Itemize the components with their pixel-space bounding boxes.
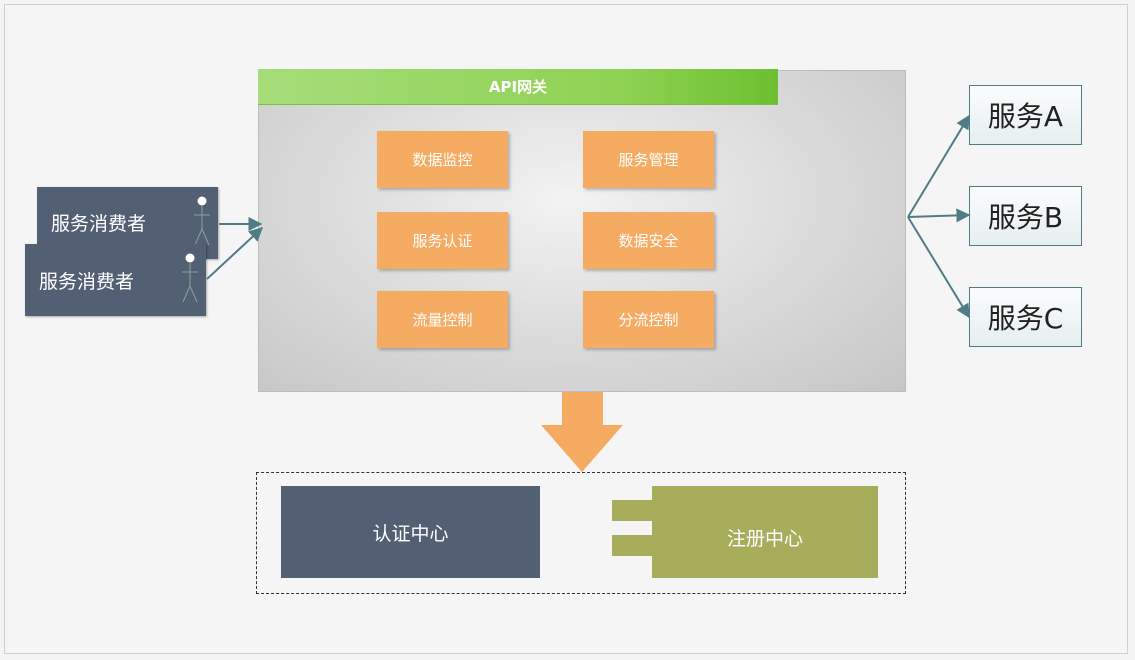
api-gateway-box [258, 70, 906, 392]
gateway-to-service-c-arrow [907, 216, 970, 319]
consumer-to-gateway-arrow [206, 227, 264, 280]
service-consumer-2: 服务消费者 [25, 244, 206, 316]
module-traffic-control: 流量控制 [377, 291, 508, 348]
gateway-down-arrow [541, 392, 623, 472]
registry-component-tab [612, 500, 654, 521]
registry-component-tab [612, 535, 654, 556]
api-gateway-title: API网关 [258, 69, 778, 105]
service-consumer-label: 服务消费者 [39, 271, 135, 293]
service-a: 服务A [969, 85, 1082, 145]
gateway-to-service-a-arrow [907, 114, 970, 218]
auth-center: 认证中心 [281, 486, 540, 578]
gateway-to-service-b-arrow [907, 208, 971, 223]
registry-center: 注册中心 [652, 486, 878, 578]
module-data-monitoring: 数据监控 [377, 131, 508, 188]
module-service-auth: 服务认证 [377, 212, 508, 269]
infrastructure-group [256, 472, 906, 594]
module-split-control: 分流控制 [583, 291, 714, 348]
service-consumer-label: 服务消费者 [51, 213, 147, 235]
actor-icon [182, 253, 198, 303]
service-c: 服务C [969, 287, 1082, 347]
module-data-security: 数据安全 [583, 212, 714, 269]
actor-icon [194, 196, 210, 246]
module-service-management: 服务管理 [583, 131, 714, 188]
service-b: 服务B [969, 186, 1082, 246]
